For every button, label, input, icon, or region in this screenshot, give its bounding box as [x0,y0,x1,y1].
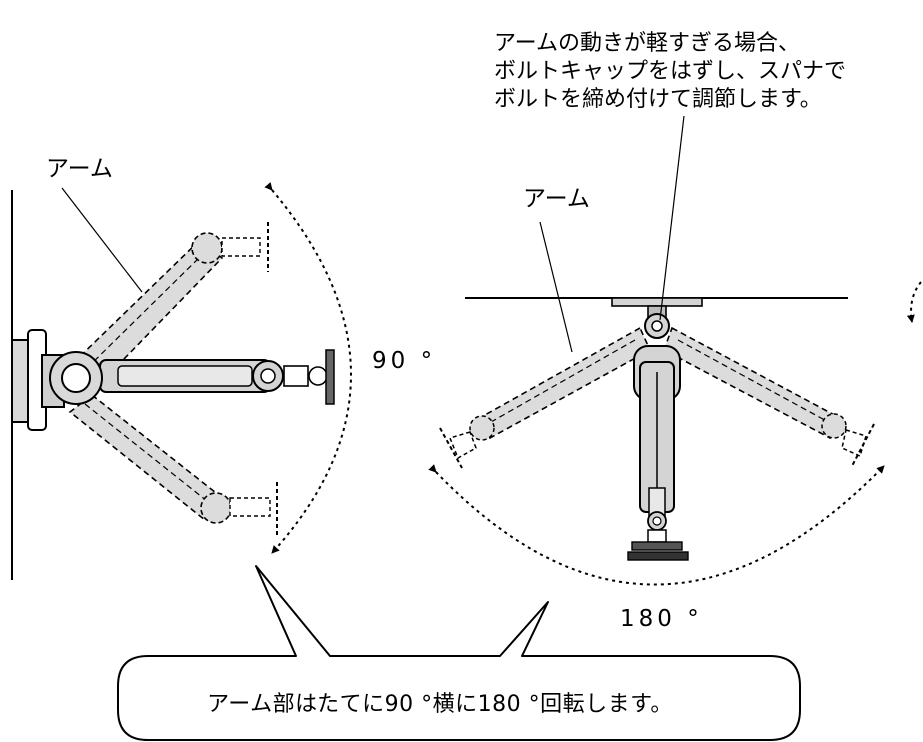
side-view-figure [11,182,352,580]
note-line-2: ボルトキャップをはずし、スパナで [494,59,847,84]
adjustment-note: アームの動きが軽すぎる場合、 ボルトキャップをはずし、スパナで ボルトを締め付け… [494,30,847,114]
callout-bubble [117,565,801,741]
arm-right-position [663,326,875,467]
arm-horizontal-position [49,349,335,405]
arm-center-position [627,313,689,561]
arm-down-position [68,393,278,535]
ceiling-plate [611,297,703,307]
note-line-3: ボルトを締め付けて調節します。 [494,87,822,112]
top-view-figure [428,115,922,586]
note-line-1: アームの動きが軽すぎる場合、 [494,31,801,56]
bolt-leader-line [659,115,685,321]
arm-label-right: アーム [523,186,590,212]
arm-left-position [439,326,652,469]
angle-label-180: 180 ° [620,606,703,632]
callout-text: アーム部はたてに90 °横に180 °回転します。 [207,692,673,717]
angle-label-90: 90 ° [372,348,437,374]
arm-leader-line-right [539,221,573,353]
angle-arc-90 [264,182,352,554]
arm-leader-line-left [61,187,143,293]
edge-arc-fragment [906,281,922,323]
arm-label-left: アーム [46,156,113,182]
